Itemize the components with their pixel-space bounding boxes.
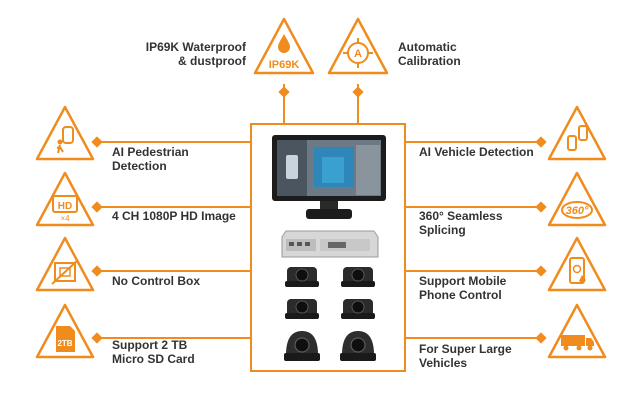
pedestrian-car-icon xyxy=(35,105,95,161)
feature-360-line2: Splicing xyxy=(419,223,466,237)
feature-large-vehicle-line1: For Super Large xyxy=(419,342,512,356)
monitor-image xyxy=(272,135,386,219)
feature-no-control-box-line1: No Control Box xyxy=(112,274,200,288)
feature-pedestrian-line2: Detection xyxy=(112,159,167,173)
feature-pedestrian-line1: AI Pedestrian xyxy=(112,145,189,159)
feature-vehicle-detection-line1: AI Vehicle Detection xyxy=(419,145,534,159)
calibration-target-icon: A xyxy=(327,17,389,75)
camera-image-4 xyxy=(341,299,375,319)
feature-large-vehicle-label: For Super Large Vehicles xyxy=(419,342,512,370)
no-control-box-icon xyxy=(35,236,95,292)
hd-count-badge: ×4 xyxy=(60,214,70,223)
feature-mobile-line2: Phone Control xyxy=(419,288,502,302)
sd-capacity-badge: 2TB xyxy=(57,339,72,348)
feature-sd-card-line2: Micro SD Card xyxy=(112,352,195,366)
side-camera-image-2 xyxy=(340,331,376,361)
waterproof-drop-icon: IP69K xyxy=(253,17,315,75)
ip69k-badge: IP69K xyxy=(269,59,300,71)
feature-calibration-label: Automatic Calibration xyxy=(398,40,461,68)
camera-image-2 xyxy=(341,267,375,287)
feature-mobile-label: Support Mobile Phone Control xyxy=(419,274,506,302)
feature-360-line1: 360° Seamless xyxy=(419,209,503,223)
feature-hd-image-line1: 4 CH 1080P HD Image xyxy=(112,209,236,223)
auto-calibration-badge: A xyxy=(354,48,362,60)
feature-mobile-line1: Support Mobile xyxy=(419,274,507,288)
sd-card-icon: 2TB xyxy=(35,303,95,359)
camera-image-1 xyxy=(285,267,319,287)
feature-sd-card-line1: Support 2 TB xyxy=(112,338,188,352)
side-camera-image-1 xyxy=(284,331,320,361)
large-truck-icon xyxy=(547,303,607,359)
product-kit-panel xyxy=(250,123,406,372)
feature-waterproof-label: IP69K Waterproof & dustproof xyxy=(146,40,246,68)
feature-pedestrian-label: AI Pedestrian Detection xyxy=(112,145,189,173)
dvr-box-image xyxy=(281,230,379,258)
feature-calibration-line1: Automatic xyxy=(398,40,457,54)
feature-no-control-box-label: No Control Box xyxy=(112,274,200,288)
feature-calibration-line2: Calibration xyxy=(398,54,461,68)
feature-sd-card-label: Support 2 TB Micro SD Card xyxy=(112,338,195,366)
feature-waterproof-line2: & dustproof xyxy=(178,54,246,68)
feature-large-vehicle-line2: Vehicles xyxy=(419,356,468,370)
seamless-360-badge: 360° xyxy=(566,205,589,217)
feature-hd-image-label: 4 CH 1080P HD Image xyxy=(112,209,236,223)
feature-vehicle-detection-label: AI Vehicle Detection xyxy=(419,145,534,159)
seamless-360-icon: 360° xyxy=(547,171,607,227)
feature-waterproof-line1: IP69K Waterproof xyxy=(145,40,246,54)
camera-image-3 xyxy=(285,299,319,319)
vehicle-detection-icon xyxy=(547,105,607,161)
hd-badge: HD xyxy=(58,201,72,212)
mobile-phone-icon xyxy=(547,236,607,292)
hd-camera-icon: HD ×4 xyxy=(35,171,95,227)
feature-360-label: 360° Seamless Splicing xyxy=(419,209,503,237)
